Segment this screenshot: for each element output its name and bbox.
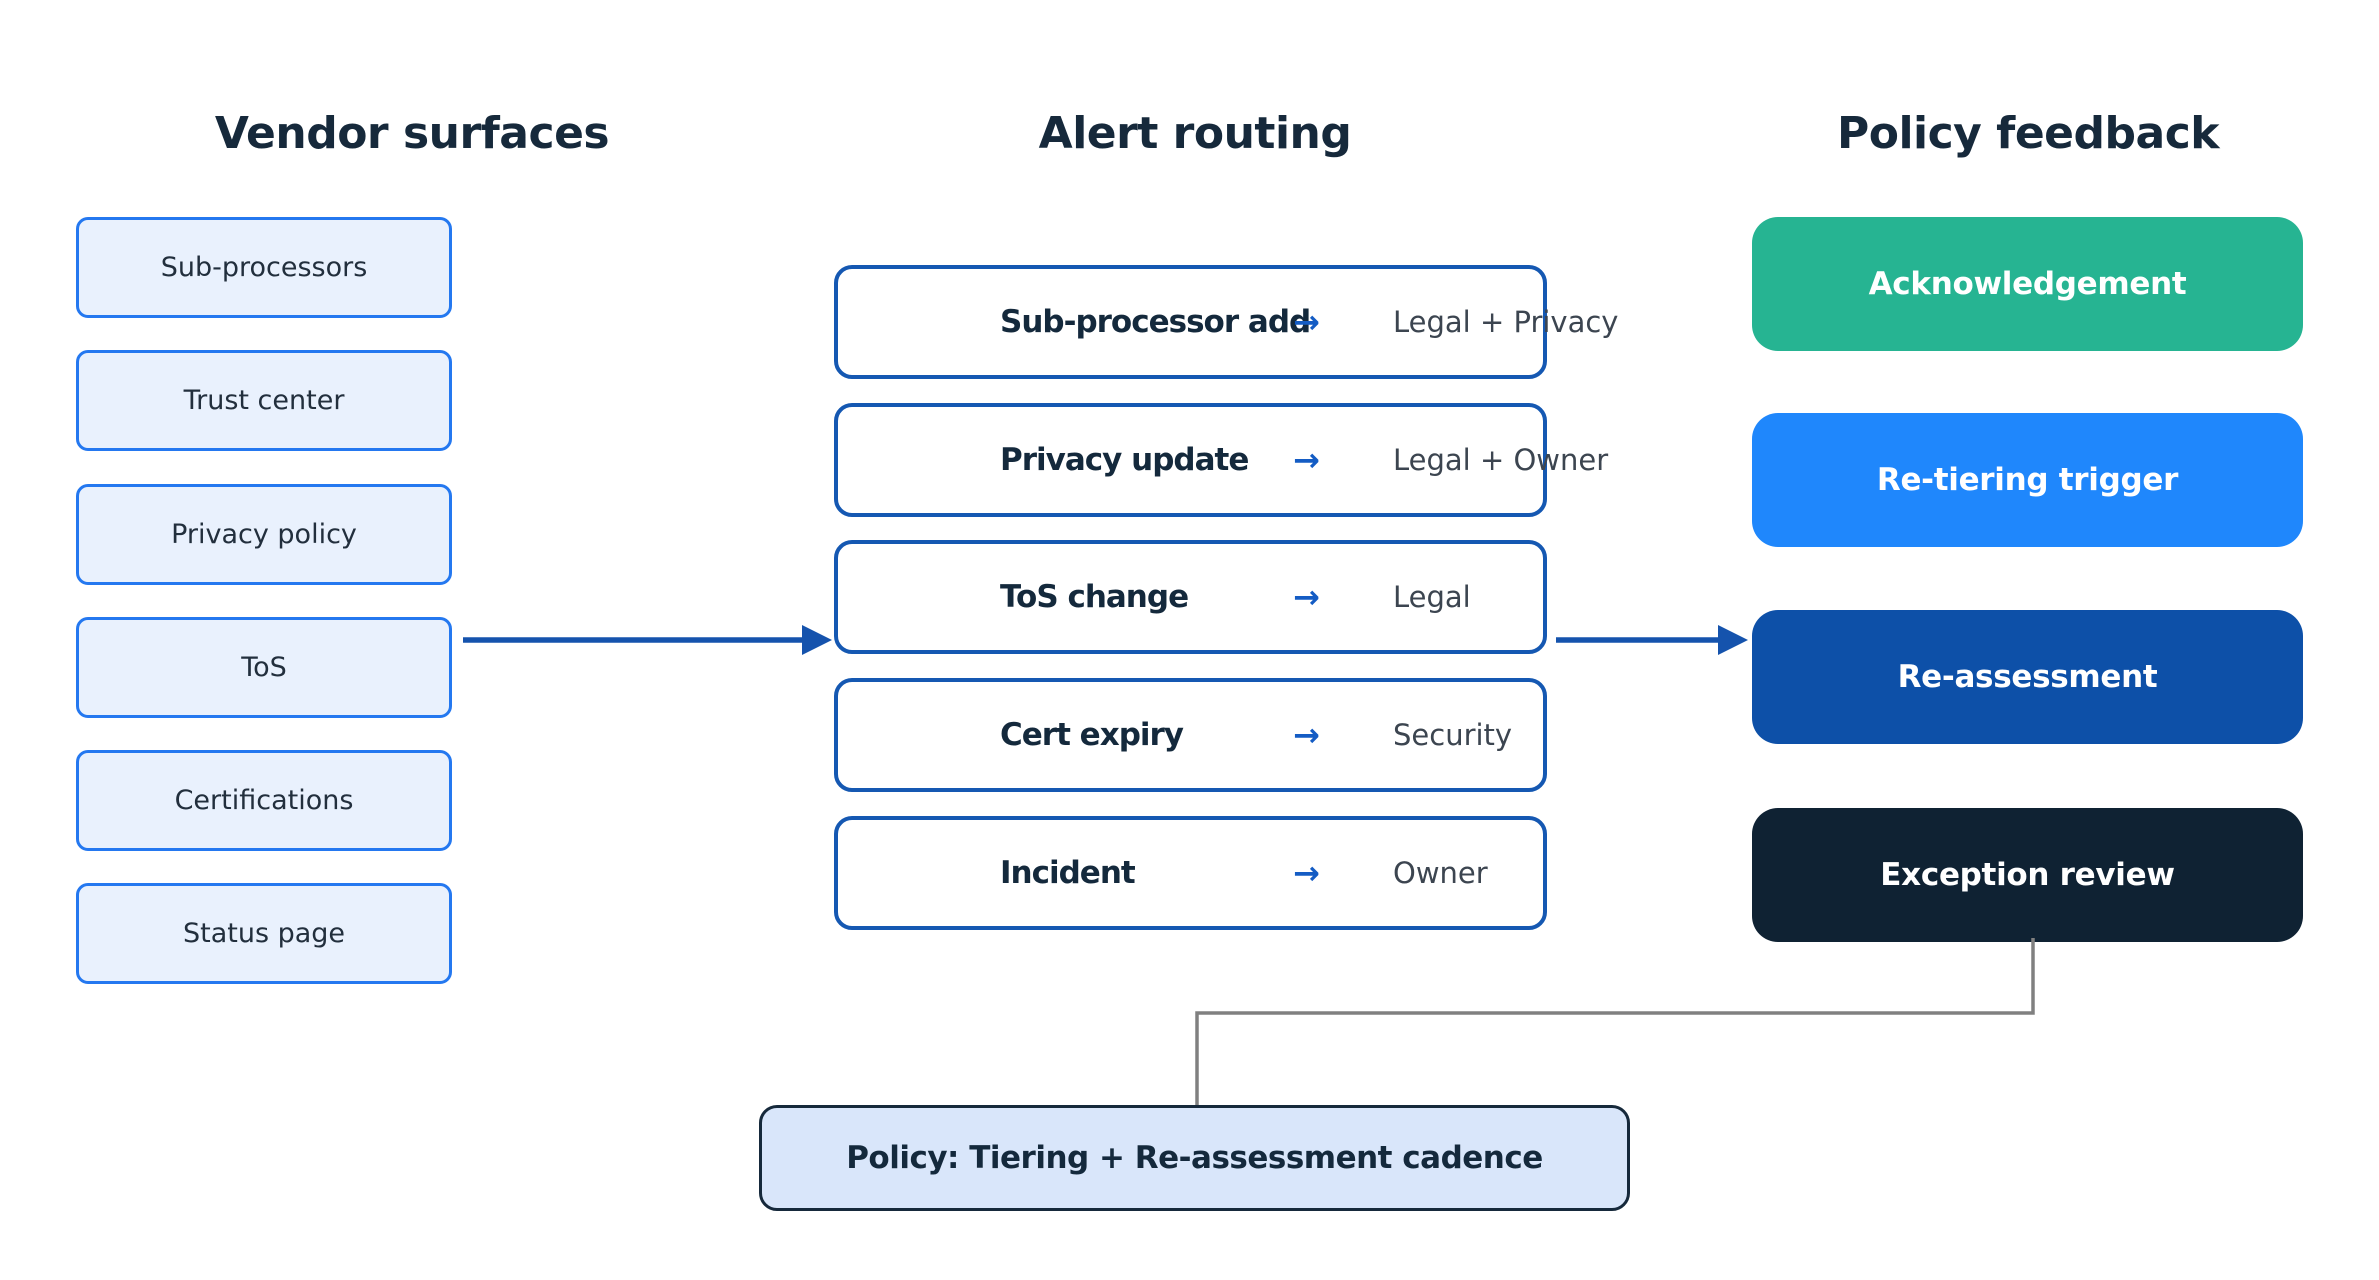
arrow-tos-change-to-re-assessment [1556,625,1748,655]
feedback-box-label: Acknowledgement [1868,266,2187,302]
vendor-box-status-page: Status page [76,883,452,984]
vendor-box-label: ToS [241,652,287,683]
routing-target-label: Legal [1393,580,1471,614]
route-arrow-icon: → [1293,716,1320,754]
routing-target-label: Security [1393,718,1513,752]
routing-event-label: ToS change [1000,579,1189,615]
feedback-box-label: Exception review [1880,857,2175,893]
routing-event-label: Privacy update [1000,442,1249,478]
elbow-exception-review-to-policy [1195,938,2035,1105]
feedback-box-acknowledgement: Acknowledgement [1752,217,2303,351]
vendor-box-trust-center: Trust center [76,350,452,451]
vendor-box-label: Certifications [174,785,354,816]
vendor-box-sub-processors: Sub-processors [76,217,452,318]
routing-target-label: Legal + Privacy [1393,305,1619,339]
routing-box-tos-change: ToS change → Legal [834,540,1547,654]
routing-event-label: Incident [1000,855,1136,891]
policy-note-box: Policy: Tiering + Re-assessment cadence [759,1105,1630,1211]
vendor-box-label: Sub-processors [160,252,368,283]
routing-target-label: Owner [1393,856,1488,890]
route-arrow-icon: → [1293,578,1320,616]
column-title-policy-feedback: Policy feedback [1836,108,2220,159]
routing-target-label: Legal + Owner [1393,443,1609,477]
vendor-box-label: Status page [182,918,346,949]
routing-event-label: Cert expiry [1000,717,1184,753]
column-title-vendor-surfaces: Vendor surfaces [214,108,610,159]
vendor-box-tos: ToS [76,617,452,718]
route-arrow-icon: → [1293,441,1320,479]
feedback-box-re-assessment: Re-assessment [1752,610,2303,744]
feedback-box-label: Re-tiering trigger [1876,462,2179,498]
routing-box-privacy-update: Privacy update → Legal + Owner [834,403,1608,517]
column-title-alert-routing: Alert routing [1038,108,1352,159]
vendor-box-privacy-policy: Privacy policy [76,484,452,585]
routing-box-cert-expiry: Cert expiry → Security [834,678,1547,792]
route-arrow-icon: → [1293,303,1320,341]
feedback-box-re-tiering-trigger: Re-tiering trigger [1752,413,2303,547]
feedback-box-exception-review: Exception review [1752,808,2303,942]
vendor-box-certifications: Certifications [76,750,452,851]
arrow-tos-to-tos-change [463,625,832,655]
vendor-box-label: Privacy policy [171,519,357,550]
policy-note-label: Policy: Tiering + Re-assessment cadence [846,1140,1543,1176]
vendor-box-label: Trust center [183,385,345,416]
route-arrow-icon: → [1293,854,1320,892]
routing-event-label: Sub-processor add [1000,304,1311,340]
routing-box-incident: Incident → Owner [834,816,1547,930]
feedback-box-label: Re-assessment [1897,659,2158,695]
routing-box-sub-processor-add: Sub-processor add → Legal + Privacy [834,265,1618,379]
